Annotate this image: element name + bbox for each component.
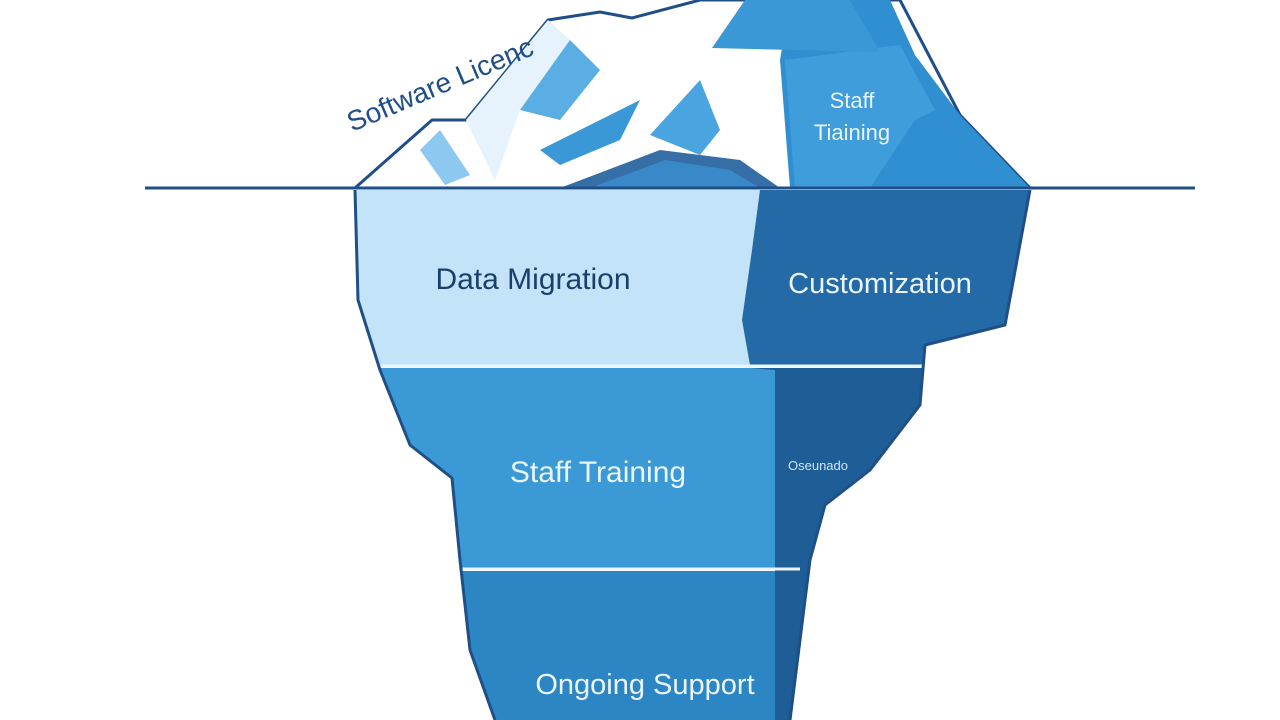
panel-data-migration xyxy=(355,190,800,365)
tip-facet-d xyxy=(650,80,720,155)
iceberg-outline xyxy=(353,189,1032,720)
label-peak-line2: Tiaining xyxy=(814,120,890,145)
label-peak-line1: Staff xyxy=(830,88,876,113)
tip-facet-e xyxy=(420,130,470,185)
tip-right-highlight xyxy=(785,45,935,188)
label-customization: Customization xyxy=(788,268,972,300)
label-staff-training: Staff Training xyxy=(510,456,686,489)
tip-shadow-glow xyxy=(590,160,760,188)
label-ongoing-support: Ongoing Support xyxy=(535,669,754,701)
tip-facet-c xyxy=(540,100,640,165)
tip-upper-facet xyxy=(712,0,880,52)
label-data-migration: Data Migration xyxy=(435,263,630,296)
tip-facet-b xyxy=(520,40,600,120)
tip-facet-a xyxy=(466,20,570,180)
iceberg-tip xyxy=(353,0,1032,190)
label-lower-right: Oseunado xyxy=(788,458,848,473)
panel-customization xyxy=(742,190,1030,365)
panel-lower-right xyxy=(750,368,1030,720)
